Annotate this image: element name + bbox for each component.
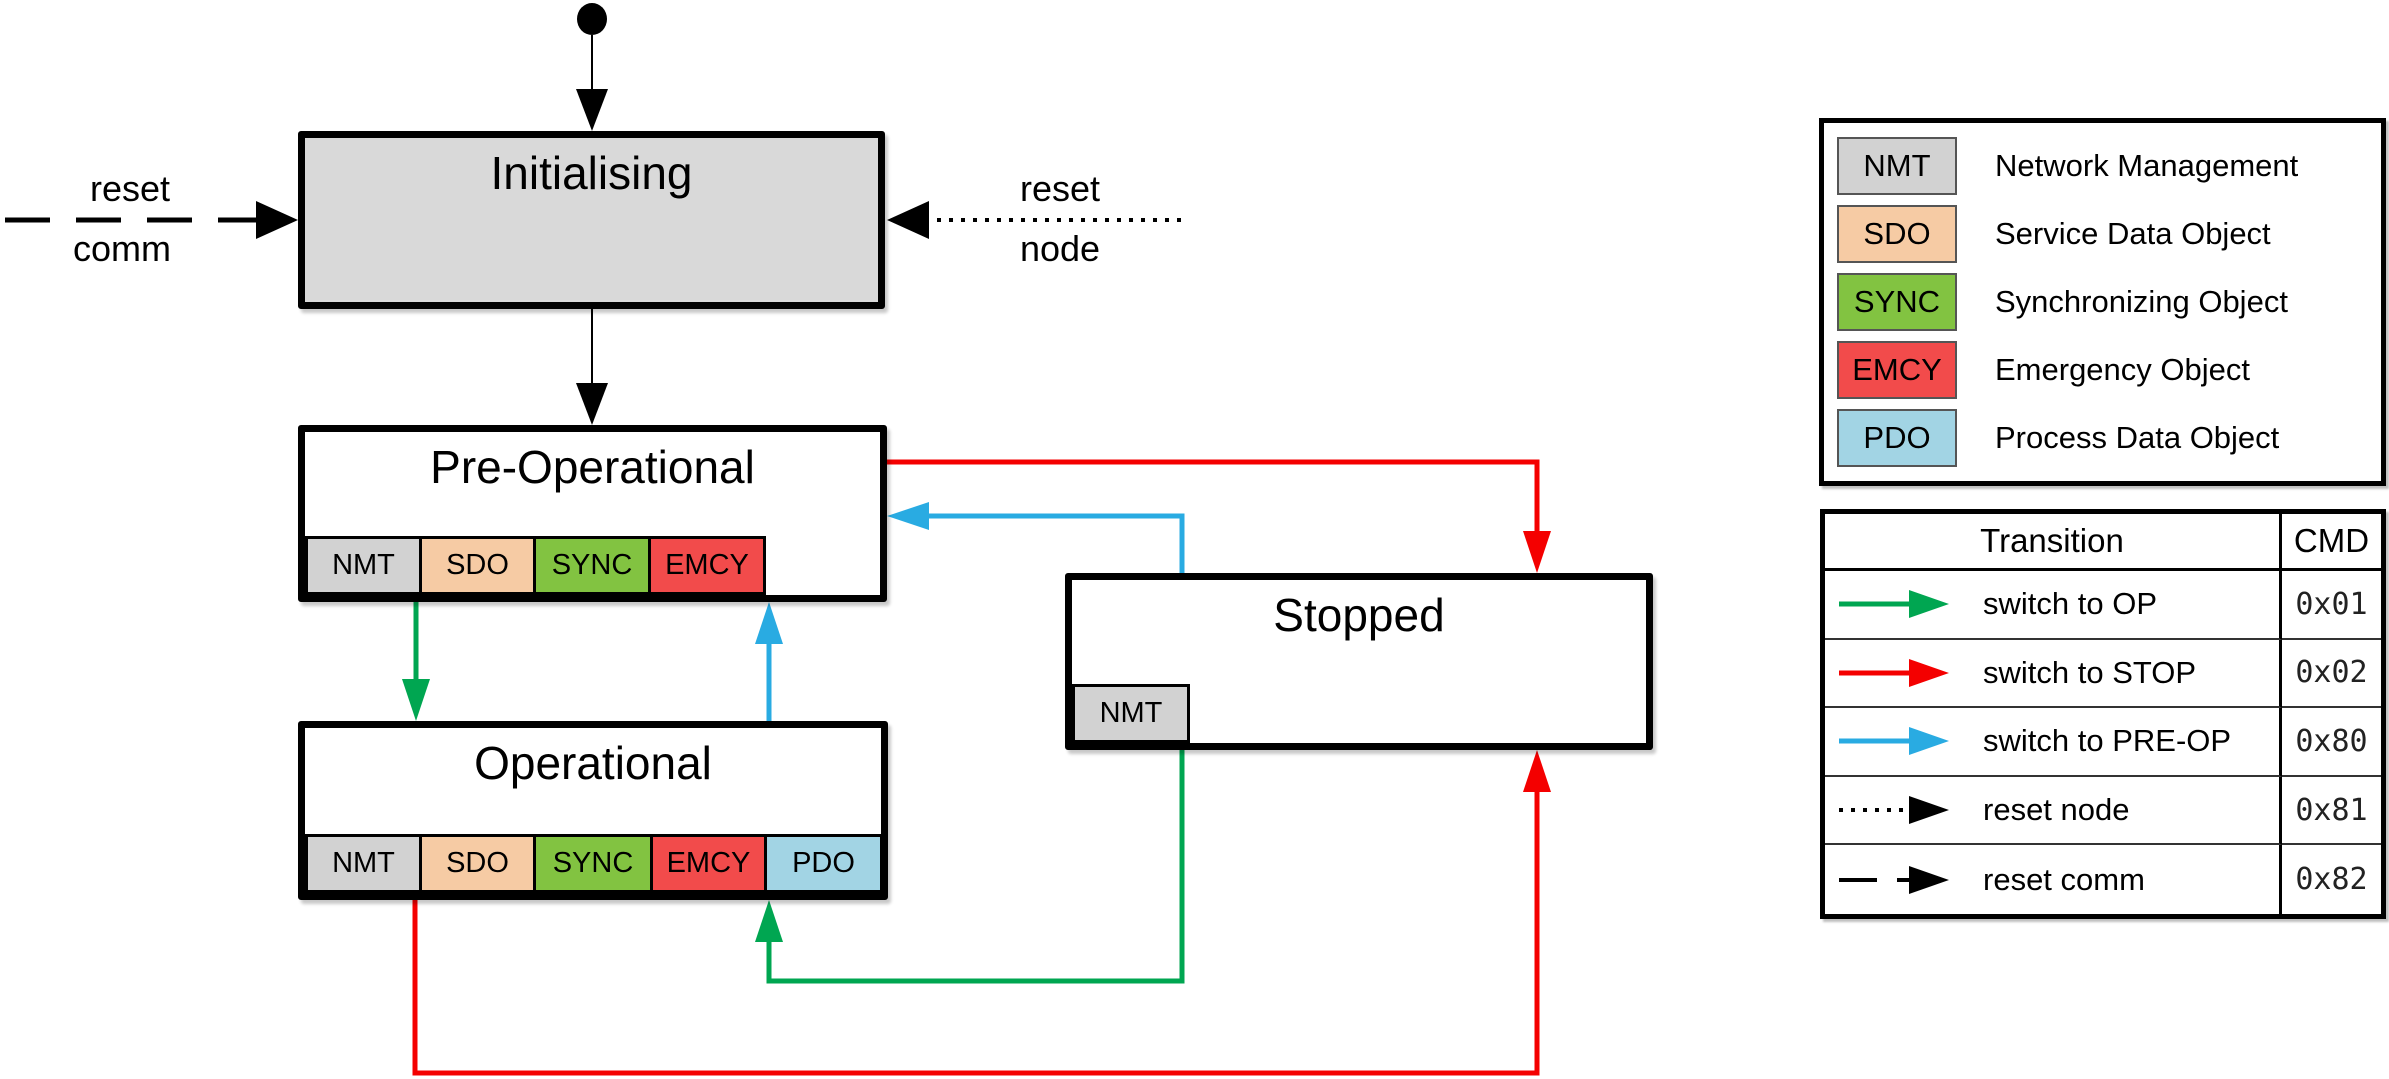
cmd-value: 0x81: [2282, 777, 2381, 846]
tab-sync: SYNC: [533, 536, 651, 595]
blue-arrow-icon: [1839, 727, 1949, 756]
reset-node-label-bottom: node: [1019, 228, 1101, 269]
edge-stopped-to-operational-green: [766, 750, 1185, 984]
transition-label: reset node: [1983, 792, 2130, 828]
reset-comm-label-bottom: comm: [73, 228, 171, 269]
red-arrow-icon: [1839, 658, 1949, 687]
arrowhead-stopped-to-operational-green: [755, 900, 783, 942]
legend-desc-nmt: Network Management: [1995, 148, 2299, 183]
arrowhead-reset-comm: [256, 201, 298, 239]
transition-label: switch to OP: [1983, 586, 2157, 622]
tab-nmt: NMT: [305, 834, 422, 893]
legend-desc-emcy: Emergency Object: [1995, 352, 2250, 387]
legend-row-sdo: SDO Service Data Object: [1837, 205, 2371, 263]
operational-tabs: NMT SDO SYNC EMCY PDO: [305, 834, 883, 893]
state-pre-operational: Pre-Operational NMT SDO SYNC EMCY: [298, 425, 887, 602]
transition-table-header-transition: Transition: [1825, 514, 2282, 571]
transition-label: switch to PRE-OP: [1983, 723, 2232, 759]
tab-nmt: NMT: [1072, 684, 1190, 743]
legend-desc-sync: Synchronizing Object: [1995, 284, 2288, 319]
dotted-arrow-icon: [1839, 796, 1949, 825]
legend-chip-nmt: NMT: [1837, 137, 1957, 195]
cmd-value: 0x02: [2282, 640, 2381, 709]
cmd-value: 0x01: [2282, 571, 2381, 640]
table-row-switch-to-stop: switch to STOP: [1825, 639, 2282, 709]
transition-label: switch to STOP: [1983, 654, 2197, 690]
arrowhead-stopped-to-preop-blue: [887, 502, 929, 530]
table-row-switch-to-pre-op: switch to PRE-OP: [1825, 708, 2282, 777]
transition-table: Transition CMD switch to OP 0x01 switch …: [1820, 509, 2386, 919]
dash-gap-arrow-icon: [1839, 865, 1949, 894]
state-initialising-title: Initialising: [490, 147, 693, 199]
edge-preop-to-stopped-red: [887, 459, 1540, 558]
arrowhead-start-to-initialising: [576, 89, 608, 131]
tab-emcy: EMCY: [648, 536, 766, 595]
legend-chip-emcy: EMCY: [1837, 341, 1957, 399]
edge-operational-to-stopped-red: [412, 765, 1540, 1076]
legend-desc-sdo: Service Data Object: [1995, 216, 2271, 251]
edge-stopped-to-preop-blue: [902, 513, 1185, 573]
cmd-value: 0x82: [2295, 862, 2368, 898]
arrowhead-operational-to-stopped-red: [1523, 750, 1551, 792]
arrowhead-operational-to-preop-blue: [755, 602, 783, 644]
cmd-value: 0x80: [2282, 708, 2381, 777]
legend-desc-pdo: Process Data Object: [1995, 420, 2280, 455]
green-arrow-icon: [1839, 590, 1949, 619]
legend-row-sync: SYNC Synchronizing Object: [1837, 273, 2371, 331]
arrowhead-initialising-to-preop: [576, 383, 608, 425]
tab-sdo: SDO: [419, 834, 536, 893]
transition-label: reset comm: [1983, 861, 2145, 897]
reset-node-label-top: reset: [1019, 168, 1101, 209]
legend-chip-pdo: PDO: [1837, 409, 1957, 467]
arrowhead-reset-node: [887, 201, 929, 239]
legend-row-nmt: NMT Network Management: [1837, 137, 2371, 195]
state-operational: Operational NMT SDO SYNC EMCY PDO: [298, 721, 888, 900]
state-stopped-title: Stopped: [1273, 589, 1445, 641]
tab-nmt: NMT: [305, 536, 422, 595]
table-row-switch-to-op: switch to OP: [1825, 571, 2282, 640]
start-dot: [577, 3, 607, 35]
arrowhead-preop-to-operational-green: [402, 679, 430, 721]
tab-sync: SYNC: [533, 834, 653, 893]
tab-sdo: SDO: [419, 536, 536, 595]
legend-row-pdo: PDO Process Data Object: [1837, 409, 2371, 467]
legend-chip-sync: SYNC: [1837, 273, 1957, 331]
legend-chip-sdo: SDO: [1837, 205, 1957, 263]
state-operational-title: Operational: [474, 737, 712, 789]
state-initialising: Initialising: [298, 131, 885, 309]
stopped-tabs: NMT: [1072, 684, 1190, 743]
legend-row-emcy: EMCY Emergency Object: [1837, 341, 2371, 399]
tab-emcy: EMCY: [650, 834, 767, 893]
legend-panel: NMT Network Management SDO Service Data …: [1819, 118, 2386, 486]
reset-comm-label-top: reset: [89, 168, 171, 209]
table-row-reset-node: reset node: [1825, 776, 2282, 846]
transition-table-header-cmd: CMD: [2282, 514, 2381, 571]
state-pre-operational-title: Pre-Operational: [430, 441, 755, 493]
state-stopped: Stopped NMT: [1065, 573, 1653, 750]
pre-operational-tabs: NMT SDO SYNC EMCY: [305, 536, 766, 595]
arrowhead-preop-to-stopped-red: [1523, 531, 1551, 573]
tab-pdo: PDO: [764, 834, 883, 893]
table-row-reset-comm: reset comm: [1825, 845, 2282, 914]
